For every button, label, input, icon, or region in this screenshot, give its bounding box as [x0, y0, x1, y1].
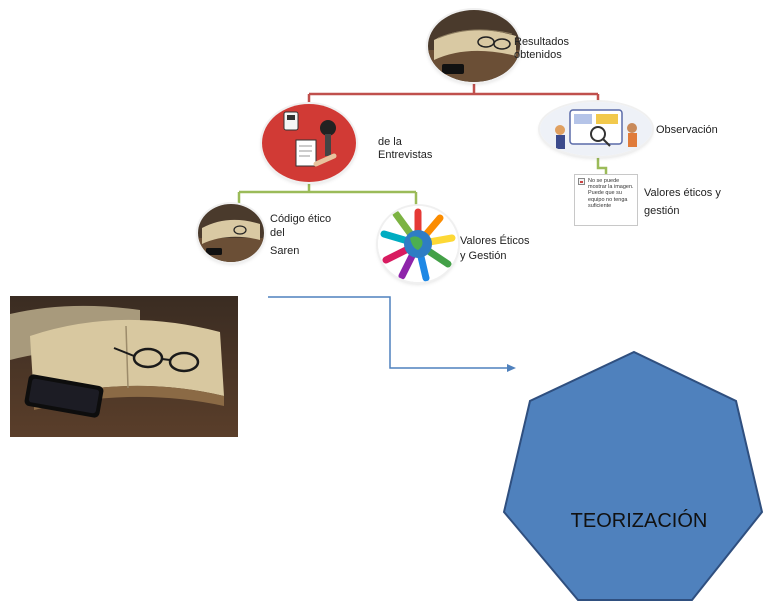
values-left-line2: y Gestión	[460, 250, 507, 262]
broken-image-placeholder: No se puede mostrar la imagen. Puede que…	[574, 174, 638, 226]
interviews-label-line1: de la	[378, 136, 402, 148]
saren-image	[198, 204, 264, 262]
results-image	[428, 10, 520, 82]
book-icon	[198, 204, 264, 262]
elbow-arrow-line	[268, 296, 508, 369]
broken-image-icon	[578, 178, 585, 185]
saren-label-line3: Saren	[270, 245, 300, 257]
arrow-head	[507, 364, 516, 372]
values-left-label: Valores Éticos y Gestión	[460, 234, 550, 264]
book-photo	[10, 296, 238, 437]
results-label: Resultados obtenidos	[514, 36, 570, 61]
observation-icon	[540, 102, 652, 156]
theorization-label: TEORIZACIÓN	[570, 510, 708, 532]
saren-label-line1: Código ético	[270, 213, 332, 225]
broken-image-text: No se puede mostrar la imagen. Puede que…	[588, 178, 634, 209]
values-left-image	[378, 206, 458, 282]
values-left-line1: Valores Éticos	[460, 235, 530, 247]
saren-label: Código ético del Saren	[270, 212, 350, 258]
observation-image	[540, 102, 652, 156]
globe-hands-icon	[378, 206, 458, 282]
saren-label-line2: del	[270, 227, 285, 239]
values-right-line2: gestión	[644, 205, 680, 217]
interviews-label-line2: Entrevistas	[378, 149, 433, 161]
interviews-image	[262, 104, 356, 182]
interview-icon	[262, 104, 356, 182]
book-glasses-phone-icon	[10, 296, 238, 437]
connector-observation-down	[596, 154, 608, 174]
values-right-line1: Valores éticos y	[644, 187, 721, 199]
observation-label: Observación	[656, 124, 718, 136]
values-right-label: Valores éticos y gestión	[644, 184, 744, 220]
interviews-label: de la Entrevistas	[378, 136, 458, 162]
book-glasses-icon	[428, 10, 520, 82]
